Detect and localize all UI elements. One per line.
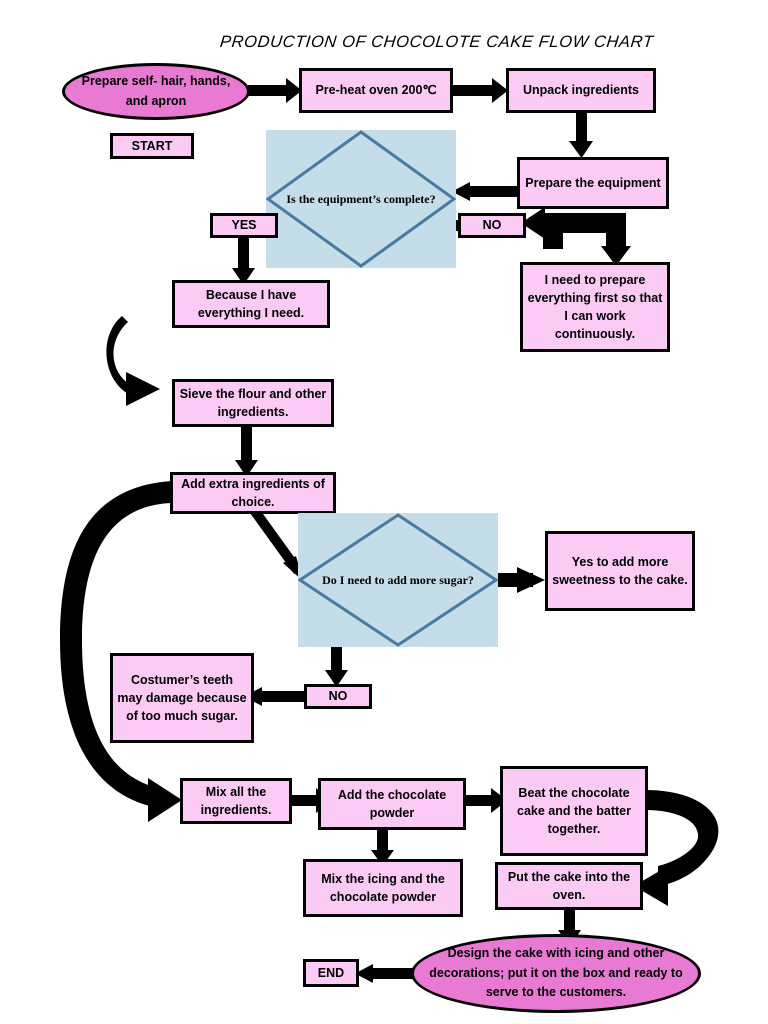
node-mix-icing-powder[interactable]: Mix the icing and the chocolate powder: [303, 859, 463, 917]
node-sieve-flour-label: Sieve the flour and other ingredients.: [179, 386, 327, 419]
arrow-sieve-to-add-extra: [235, 427, 258, 477]
node-put-cake-oven[interactable]: Put the cake into the oven.: [495, 862, 643, 910]
node-preheat-oven[interactable]: Pre-heat oven 200℃: [299, 68, 453, 113]
arrow-add-extra-to-decision2: [250, 507, 303, 581]
arrow-yes-to-because: [232, 238, 255, 285]
node-no-1[interactable]: NO: [458, 213, 526, 238]
node-beat-chocolate-cake-label: Beat the chocolate cake and the batter t…: [517, 785, 631, 837]
node-yes-1-label: YES: [231, 218, 257, 233]
node-put-cake-oven-label: Put the cake into the oven.: [507, 869, 631, 902]
arrow-because-to-sieve: [106, 316, 160, 406]
node-no-1-label: NO: [482, 218, 502, 233]
node-decision-equipment-label: Is the equipment’s complete?: [286, 192, 436, 206]
arrow-design-to-end: [355, 964, 415, 983]
decision-diamond-shape-2: [298, 513, 498, 647]
node-mix-all-ingredients[interactable]: Mix all the ingredients.: [180, 778, 292, 824]
node-unpack-ingredients-label: Unpack ingredients: [523, 83, 639, 98]
node-decision-add-sugar[interactable]: Do I need to add more sugar?: [298, 513, 498, 647]
decision-diamond-shape: [266, 130, 456, 268]
node-yes-add-sweetness-label: Yes to add more sweetness to the cake.: [552, 554, 688, 587]
arrow-add-extra-loop-to-mix-all: [60, 481, 182, 822]
node-mix-icing-powder-label: Mix the icing and the chocolate powder: [321, 871, 445, 904]
node-start-terminator[interactable]: Prepare self- hair, hands, and apron: [62, 63, 250, 120]
node-start-label[interactable]: START: [110, 133, 194, 159]
node-preheat-oven-label: Pre-heat oven 200℃: [315, 83, 437, 98]
node-end-label[interactable]: END: [303, 959, 359, 987]
arrow-decision2-to-yes-sweet: [497, 567, 545, 593]
node-need-prepare-everything[interactable]: I need to prepare everything first so th…: [520, 262, 670, 352]
node-because-have-everything-label: Because I have everything I need.: [197, 287, 305, 320]
node-end-label-text: END: [317, 965, 345, 980]
chart-title: PRODUCTION OF CHOCOLOTE CAKE FLOW CHART: [219, 33, 655, 51]
arrow-unpack-to-prepare-equipment: [569, 113, 593, 158]
node-add-chocolate-powder[interactable]: Add the chocolate powder: [318, 778, 466, 830]
node-prepare-equipment[interactable]: Prepare the equipment: [517, 157, 669, 209]
arrow-start-to-preheat: [248, 78, 302, 103]
node-design-cake-terminator[interactable]: Design the cake with icing and other dec…: [411, 934, 701, 1013]
node-decision-equipment-complete[interactable]: Is the equipment’s complete?: [266, 130, 456, 268]
node-prepare-equipment-label: Prepare the equipment: [525, 175, 661, 190]
node-decision-add-sugar-label: Do I need to add more sugar?: [322, 573, 474, 587]
arrow-no-elbow-to-need-prepare: [521, 207, 631, 266]
node-need-prepare-everything-label: I need to prepare everything first so th…: [527, 272, 663, 342]
node-sieve-flour[interactable]: Sieve the flour and other ingredients.: [172, 379, 334, 427]
node-unpack-ingredients[interactable]: Unpack ingredients: [506, 68, 656, 113]
node-beat-chocolate-cake[interactable]: Beat the chocolate cake and the batter t…: [500, 766, 648, 856]
node-start-label-text: START: [131, 138, 173, 153]
node-design-cake-label: Design the cake with icing and other dec…: [429, 946, 683, 1000]
node-mix-all-ingredients-label: Mix all the ingredients.: [200, 784, 272, 817]
node-start-terminator-label: Prepare self- hair, hands, and apron: [81, 74, 231, 108]
arrow-preheat-to-unpack: [452, 78, 508, 103]
node-no-2-label: NO: [328, 689, 348, 704]
node-yes-add-sweetness[interactable]: Yes to add more sweetness to the cake.: [545, 531, 695, 611]
node-because-have-everything[interactable]: Because I have everything I need.: [172, 280, 330, 328]
node-no-2[interactable]: NO: [304, 684, 372, 709]
node-costumer-teeth-damage-label: Costumer’s teeth may damage because of t…: [117, 672, 247, 724]
node-yes-1[interactable]: YES: [210, 213, 278, 238]
node-costumer-teeth-damage[interactable]: Costumer’s teeth may damage because of t…: [110, 653, 254, 743]
arrow-prepare-equipment-to-decision1: [452, 182, 518, 201]
node-add-extra-ingredients[interactable]: Add extra ingredients of choice.: [170, 472, 336, 514]
node-add-chocolate-powder-label: Add the chocolate powder: [337, 787, 447, 820]
node-add-extra-ingredients-label: Add extra ingredients of choice.: [181, 476, 325, 509]
